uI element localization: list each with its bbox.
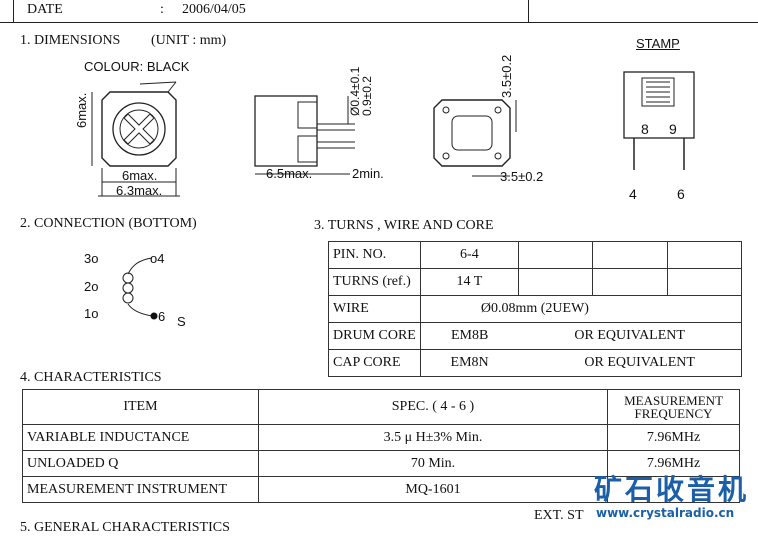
- header-right-divider: [528, 0, 529, 22]
- char-item: VARIABLE INDUCTANCE: [22, 424, 259, 451]
- turns-label: TURNS (ref.): [328, 268, 421, 296]
- dim-35h: 3.5±0.2: [500, 169, 544, 184]
- dim-35v: 3.5±0.2: [499, 54, 514, 98]
- stamp-drawing: [623, 71, 695, 170]
- date-value: 2006/04/05: [182, 2, 246, 17]
- char-freq: [607, 476, 740, 503]
- table-row: CAP CORE EM8N OR EQUIVALENT: [328, 349, 743, 377]
- bottom-view-drawing: [433, 99, 517, 177]
- dim-6max-side: 6max.: [74, 92, 89, 128]
- date-separator: :: [160, 2, 164, 17]
- pin-3: 3o: [84, 251, 99, 266]
- dimensions-unit: (UNIT : mm): [151, 33, 227, 48]
- watermark-cn: 矿石收音机: [594, 473, 750, 506]
- general-title: 5. GENERAL CHARACTERISTICS: [20, 520, 230, 535]
- watermark-url: www.crystalradio.cn: [594, 506, 737, 520]
- table-row: DRUM CORE EM8B OR EQUIVALENT: [328, 322, 743, 350]
- dim-09: 0.9±0.2: [360, 76, 374, 116]
- date-label: DATE: [27, 2, 63, 17]
- char-spec: 70 Min.: [257, 450, 609, 477]
- dim-63max: 6.3max.: [116, 183, 163, 198]
- stamp-title: STAMP: [636, 36, 680, 51]
- header-spec: SPEC. ( 4 - 6 ): [257, 389, 609, 425]
- turns-label: CAP CORE: [328, 349, 421, 377]
- turns-extra: OR EQUIVALENT: [518, 322, 743, 350]
- turns-label: DRUM CORE: [328, 322, 421, 350]
- turns-label: WIRE: [328, 295, 421, 323]
- table-row: VARIABLE INDUCTANCE 3.5 μ H±3% Min. 7.96…: [22, 424, 740, 451]
- stamp-pin8: 8: [641, 121, 649, 137]
- char-item: MEASUREMENT INSTRUMENT: [22, 476, 259, 503]
- characteristics-title: 4. CHARACTERISTICS: [20, 370, 162, 385]
- stamp-pin9: 9: [669, 121, 677, 137]
- table-row: WIRE Ø0.08mm (2UEW): [328, 295, 743, 323]
- turns-value: 6-4: [419, 241, 519, 269]
- turns-title: 3. TURNS , WIRE AND CORE: [314, 218, 494, 233]
- pin-6: 6: [158, 309, 166, 324]
- turns-extra: OR EQUIVALENT: [518, 349, 743, 377]
- turns-value: EM8N: [419, 349, 519, 377]
- watermark-logo: 矿石收音机 www.crystalradio.cn: [590, 468, 755, 526]
- header-left-border: [13, 0, 14, 22]
- turns-value: 14 T: [419, 268, 519, 296]
- char-freq: 7.96MHz: [607, 424, 740, 451]
- header-meas-line2: FREQUENCY: [634, 406, 713, 421]
- stamp-pin6: 6: [677, 186, 685, 202]
- turns-label: PIN. NO.: [328, 241, 421, 269]
- connection-schematic: [122, 257, 158, 320]
- header-meas-line1: MEASUREMENT: [624, 393, 724, 408]
- turns-table: PIN. NO. 6-4 TURNS (ref.) 14 T WIRE Ø0.0…: [328, 241, 743, 377]
- turns-value: EM8B: [419, 322, 519, 350]
- pin-4: o4: [150, 251, 165, 266]
- colour-label: COLOUR: BLACK: [84, 59, 190, 74]
- dim-6max: 6max.: [122, 168, 158, 183]
- pin-1: 1o: [84, 306, 99, 321]
- dim-65max: 6.5max.: [266, 166, 313, 181]
- stamp-pin4: 4: [629, 186, 637, 202]
- top-view-drawing: [91, 81, 180, 197]
- table-row: TURNS (ref.) 14 T: [328, 268, 743, 296]
- header-item: ITEM: [22, 389, 259, 425]
- ext-label: EXT. ST: [534, 508, 584, 523]
- side-view-drawing: [254, 95, 355, 175]
- table-row: MEASUREMENT INSTRUMENT MQ-1601: [22, 476, 740, 503]
- header-divider: [0, 22, 758, 23]
- pin-2: 2o: [84, 279, 99, 294]
- connection-title: 2. CONNECTION (BOTTOM): [20, 216, 197, 231]
- char-spec: MQ-1601: [257, 476, 609, 503]
- dimensions-title: 1. DIMENSIONS: [20, 33, 121, 48]
- pin-s: S: [177, 314, 186, 329]
- char-spec: 3.5 μ H±3% Min.: [257, 424, 609, 451]
- turns-value: Ø0.08mm (2UEW): [419, 295, 743, 323]
- dim-2min: 2min.: [352, 166, 384, 181]
- table-row: UNLOADED Q 70 Min. 7.96MHz: [22, 450, 740, 477]
- char-freq: 7.96MHz: [607, 450, 740, 477]
- table-row: PIN. NO. 6-4: [328, 241, 743, 269]
- char-item: UNLOADED Q: [22, 450, 259, 477]
